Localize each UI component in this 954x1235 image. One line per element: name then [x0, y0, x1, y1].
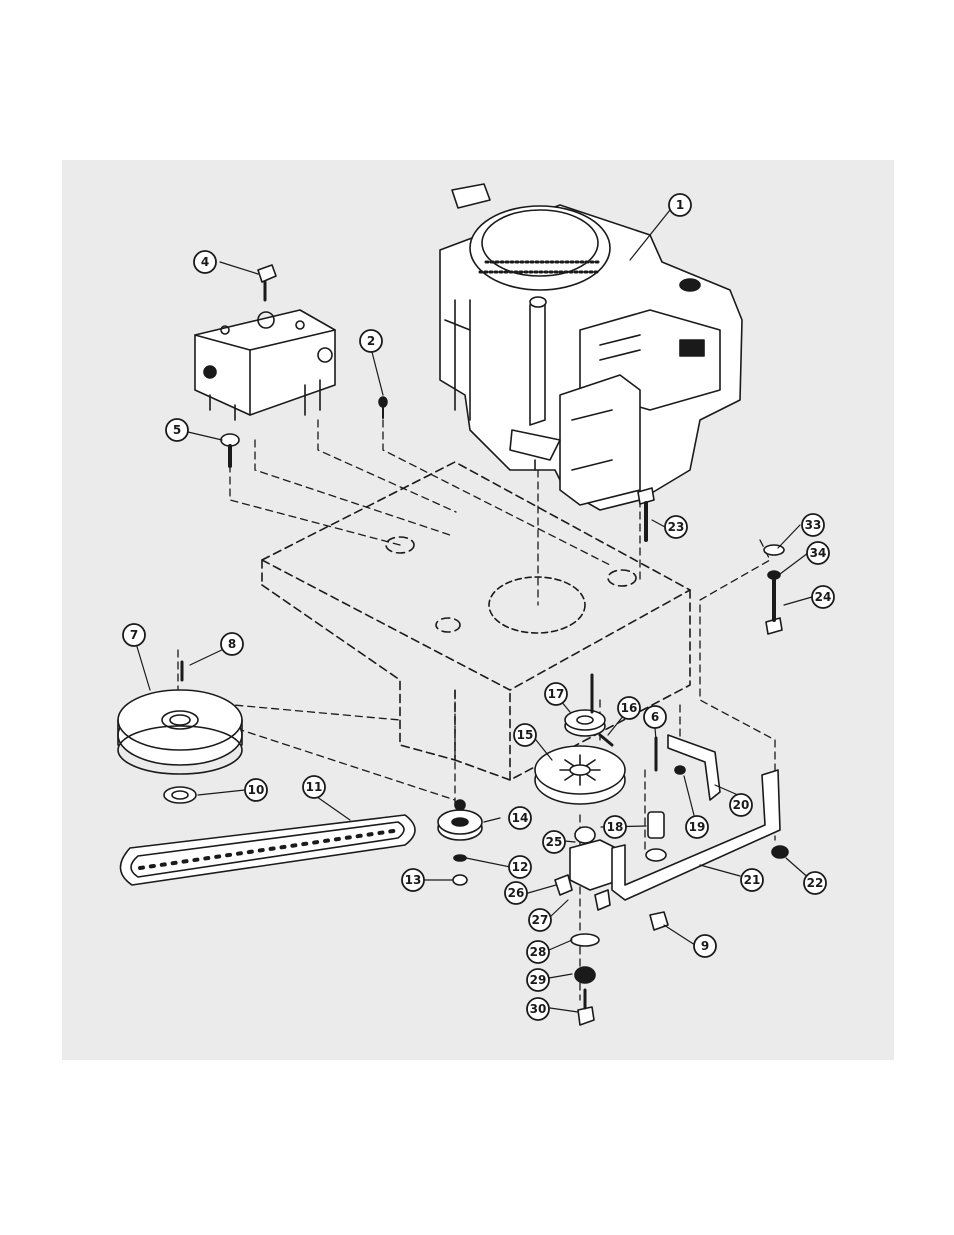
callout-1-label: 1 — [676, 198, 684, 212]
callout-1: 1 — [669, 194, 691, 216]
callout-22: 22 — [804, 872, 826, 894]
callout-16: 16 — [618, 697, 640, 719]
callout-14-label: 14 — [512, 811, 529, 825]
callout-29-label: 29 — [530, 973, 547, 987]
callout-5-label: 5 — [173, 423, 181, 437]
callout-17-label: 17 — [548, 687, 565, 701]
callout-4-label: 4 — [201, 255, 209, 269]
callout-26: 26 — [505, 882, 527, 904]
callout-5: 5 — [166, 419, 188, 441]
callout-11: 11 — [303, 776, 325, 798]
callout-33-label: 33 — [805, 518, 822, 532]
callout-20: 20 — [730, 794, 752, 816]
callout-24-label: 24 — [815, 590, 832, 604]
callout-27-label: 27 — [532, 913, 549, 927]
callout-33: 33 — [802, 514, 824, 536]
callout-23-label: 23 — [668, 520, 685, 534]
callout-21-label: 21 — [744, 873, 761, 887]
callout-21: 21 — [741, 869, 763, 891]
callout-9-label: 9 — [701, 939, 709, 953]
callout-20-label: 20 — [733, 798, 750, 812]
callout-9: 9 — [694, 935, 716, 957]
callout-13: 13 — [402, 869, 424, 891]
callout-15: 15 — [514, 724, 536, 746]
callout-18-label: 18 — [607, 820, 624, 834]
callout-16-label: 16 — [621, 701, 638, 715]
callout-12-label: 12 — [512, 860, 529, 874]
callout-7-label: 7 — [130, 628, 138, 642]
callout-12: 12 — [509, 856, 531, 878]
callout-2-label: 2 — [367, 334, 375, 348]
callout-13-label: 13 — [405, 873, 422, 887]
callout-4: 4 — [194, 251, 216, 273]
callout-24: 24 — [812, 586, 834, 608]
callout-27: 27 — [529, 909, 551, 931]
callout-23: 23 — [665, 516, 687, 538]
callout-17: 17 — [545, 683, 567, 705]
callout-14: 14 — [509, 807, 531, 829]
callout-25: 25 — [543, 831, 565, 853]
callout-10: 10 — [245, 779, 267, 801]
callout-6: 6 — [644, 706, 666, 728]
callout-22-label: 22 — [807, 876, 824, 890]
callout-30-label: 30 — [530, 1002, 547, 1016]
callout-8: 8 — [221, 633, 243, 655]
callout-30: 30 — [527, 998, 549, 1020]
callout-19: 19 — [686, 816, 708, 838]
callout-34-label: 34 — [810, 546, 827, 560]
callout-18: 18 — [604, 816, 626, 838]
callout-34: 34 — [807, 542, 829, 564]
callout-2: 2 — [360, 330, 382, 352]
callout-7: 7 — [123, 624, 145, 646]
callout-8-label: 8 — [228, 637, 236, 651]
callout-26-label: 26 — [508, 886, 525, 900]
callout-15-label: 15 — [517, 728, 534, 742]
callout-11-label: 11 — [306, 780, 323, 794]
callout-6-label: 6 — [651, 710, 659, 724]
callout-29: 29 — [527, 969, 549, 991]
callout-28-label: 28 — [530, 945, 547, 959]
callout-19-label: 19 — [689, 820, 706, 834]
callout-25-label: 25 — [546, 835, 563, 849]
callout-10-label: 10 — [248, 783, 265, 797]
callout-28: 28 — [527, 941, 549, 963]
